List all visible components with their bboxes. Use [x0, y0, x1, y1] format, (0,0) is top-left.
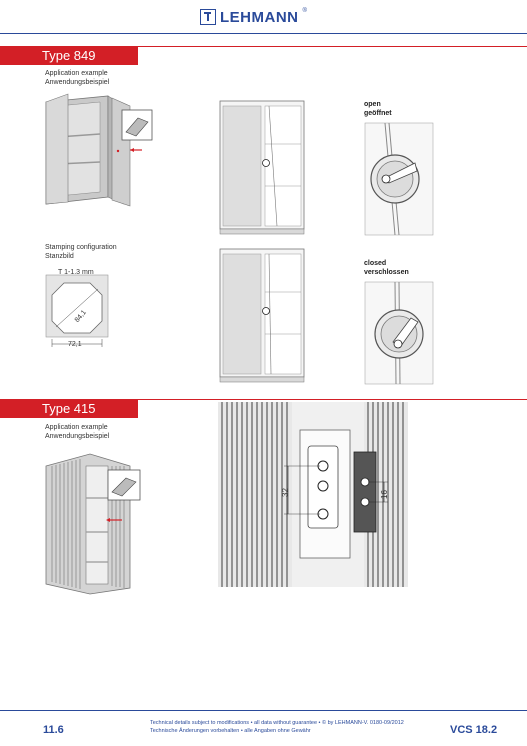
brand-logo: LEHMANN ®: [200, 8, 340, 26]
catalog-code: VCS 18.2: [450, 724, 498, 736]
type-415-detail: [218, 402, 408, 587]
closed-label: closed verschlossen: [364, 259, 409, 277]
width-dimension: 72,1: [68, 341, 82, 348]
header-rule: [0, 33, 527, 34]
open-label-en: open: [364, 101, 381, 108]
trademark-mark: ®: [302, 8, 307, 14]
closed-label-en: closed: [364, 260, 387, 267]
caption-en-415: Application example: [45, 424, 108, 431]
footer-note: Technical details subject to modificatio…: [150, 720, 404, 735]
caption-de: Anwendungsbeispiel: [45, 79, 110, 86]
cabinet-849-illustration: [45, 93, 153, 207]
footer-note-line-2: Technische Änderungen vorbehalten • alle…: [150, 727, 311, 734]
application-caption-415: Application example Anwendungsbeispiel: [45, 423, 109, 441]
footer-note-line-1: Technical details subject to modificatio…: [150, 720, 404, 726]
cabinet-front-closed: [219, 248, 305, 383]
stamping-caption-en: Stamping configuration: [45, 244, 117, 251]
caption-de-415: Anwendungsbeispiel: [45, 433, 110, 440]
lock-detail-closed: [364, 281, 434, 385]
lehmann-logo-icon: [200, 9, 216, 25]
dimension-16: 16: [379, 490, 389, 499]
stamping-diagram: [45, 274, 109, 347]
section-rule-849: [0, 46, 527, 47]
page-number: 11.6: [43, 724, 64, 736]
caption-en: Application example: [45, 70, 108, 77]
section-rule-415: [0, 399, 527, 400]
section-title-415: Type 415: [0, 399, 138, 418]
lock-detail-open: [364, 122, 434, 236]
closed-label-de: verschlossen: [364, 269, 409, 276]
cabinet-front-open: [219, 100, 305, 235]
thickness-label: T 1-1.3 mm: [58, 269, 94, 276]
section-title-849: Type 849: [0, 46, 138, 65]
cabinet-415-illustration: [45, 453, 141, 595]
application-caption-849: Application example Anwendungsbeispiel: [45, 69, 109, 87]
dimension-32: 32: [280, 488, 290, 497]
open-label-de: geöffnet: [364, 110, 392, 117]
stamping-caption: Stamping configuration Stanzbild: [45, 243, 117, 261]
stamping-caption-de: Stanzbild: [45, 253, 74, 260]
footer-rule: [0, 710, 527, 711]
brand-name: LEHMANN: [220, 8, 299, 26]
open-label: open geöffnet: [364, 100, 392, 118]
